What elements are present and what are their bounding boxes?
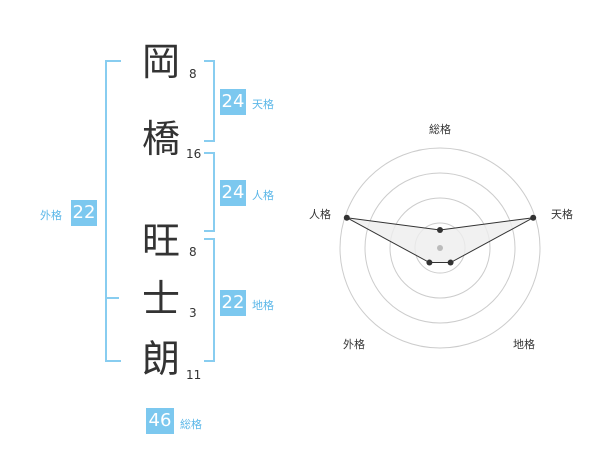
- radar-point-3: [447, 259, 454, 266]
- radar-axis-label-3: 地格: [513, 337, 535, 351]
- tenkaku-label: 天格: [252, 98, 274, 111]
- tenkaku-value: 24: [220, 89, 246, 115]
- chikaku-label: 地格: [252, 299, 274, 312]
- radar-axis-label-2: 天格: [551, 207, 573, 221]
- radar-axis-label-5: 人格: [309, 207, 331, 221]
- chikaku-value: 22: [220, 290, 246, 316]
- radar-ring-2: [389, 197, 491, 299]
- radar-point-5: [343, 214, 350, 221]
- stroke-count-5: 11: [186, 368, 202, 382]
- gaikaku-bracket: [105, 60, 121, 362]
- name-char-5: 朗: [142, 337, 181, 381]
- radar-point-2: [530, 214, 537, 221]
- tenkaku-bracket: [204, 60, 215, 142]
- radar-ring-3: [364, 172, 516, 324]
- name-char-3: 旺: [142, 219, 181, 263]
- soukaku-value: 46: [146, 408, 174, 434]
- gaikaku-label: 外格: [40, 209, 62, 222]
- radar-axis-label-4: 外格: [343, 337, 365, 351]
- stroke-count-1: 8: [189, 67, 197, 81]
- name-char-1: 岡: [142, 40, 181, 84]
- radar-point-4: [426, 259, 433, 266]
- soukaku-label: 総格: [180, 418, 202, 431]
- gaikaku-value: 22: [71, 200, 97, 226]
- radar-center-dot: [437, 245, 443, 251]
- name-char-4: 士: [142, 277, 181, 321]
- stroke-count-4: 3: [189, 306, 197, 320]
- jinkaku-bracket: [204, 152, 215, 232]
- radar-ring-4: [339, 147, 541, 349]
- name-char-2: 橋: [142, 117, 181, 161]
- stroke-count-2: 16: [186, 147, 202, 161]
- stroke-count-3: 8: [189, 245, 197, 259]
- chikaku-bracket: [204, 238, 215, 362]
- gaikaku-bracket-tick: [105, 297, 119, 299]
- jinkaku-value: 24: [220, 180, 246, 206]
- radar-axis-label-1: 総格: [429, 122, 451, 136]
- radar-point-1: [437, 227, 443, 233]
- jinkaku-label: 人格: [252, 189, 274, 202]
- radar-series-area: [346, 217, 534, 264]
